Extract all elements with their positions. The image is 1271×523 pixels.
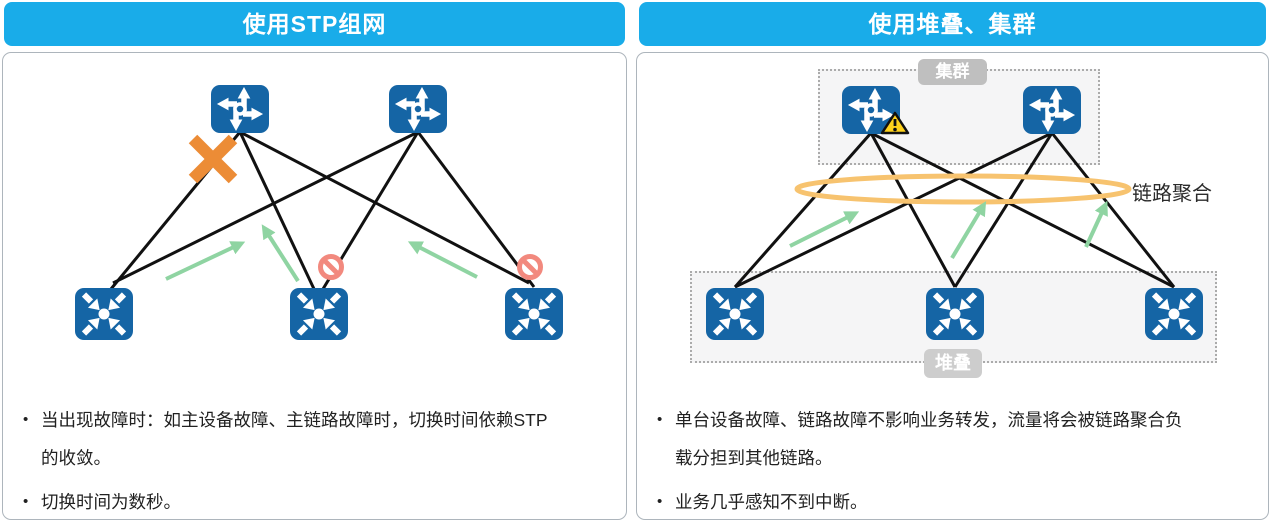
stack-badge: 堆叠 xyxy=(924,349,982,378)
router-icon xyxy=(388,84,448,134)
link-lines xyxy=(733,131,1176,289)
traffic-arrow-icon xyxy=(789,200,1108,260)
router-icon xyxy=(841,85,901,135)
stp-topology-links xyxy=(109,130,543,290)
note-item: 业务几乎感知不到中断。 xyxy=(653,483,1191,521)
note-item: 单台设备故障、链路故障不影响业务转发，流量将会被链路聚合负载分担到其他链路。 xyxy=(653,401,1191,477)
right-panel-title: 使用堆叠、集群 xyxy=(639,2,1266,46)
failure-x-icon xyxy=(188,134,238,184)
switch-icon xyxy=(925,287,985,341)
stack-topology-links xyxy=(733,131,1176,289)
link-lines xyxy=(109,130,536,290)
note-item: 当出现故障时：如主设备故障、主链路故障时，切换时间依赖STP的收敛。 xyxy=(19,401,557,477)
warning-triangle-icon xyxy=(880,110,910,141)
stack-cluster-panel: 集群 堆叠 链路聚合 xyxy=(636,52,1269,521)
switch-icon xyxy=(74,287,134,341)
switch-icon xyxy=(705,287,765,341)
switch-icon xyxy=(504,287,564,341)
link-aggregation-ellipse xyxy=(794,173,1132,205)
router-icon xyxy=(1022,85,1082,135)
stp-notes: 当出现故障时：如主设备故障、主链路故障时，切换时间依赖STP的收敛。 切换时间为… xyxy=(19,401,557,521)
no-entry-icon xyxy=(318,254,344,280)
stp-panel: 当出现故障时：如主设备故障、主链路故障时，切换时间依赖STP的收敛。 切换时间为… xyxy=(2,52,627,521)
note-item: 切换时间为数秒。 xyxy=(19,483,557,521)
left-panel-title: 使用STP组网 xyxy=(4,2,625,46)
traffic-arrow-icon xyxy=(165,224,478,283)
stack-notes: 单台设备故障、链路故障不影响业务转发，流量将会被链路聚合负载分担到其他链路。 业… xyxy=(653,401,1191,521)
no-entry-icon xyxy=(517,254,543,280)
router-icon xyxy=(210,84,270,134)
link-aggregation-label: 链路聚合 xyxy=(1132,183,1212,205)
switch-icon xyxy=(1144,287,1204,341)
switch-icon xyxy=(289,287,349,341)
cluster-badge: 集群 xyxy=(918,59,987,85)
